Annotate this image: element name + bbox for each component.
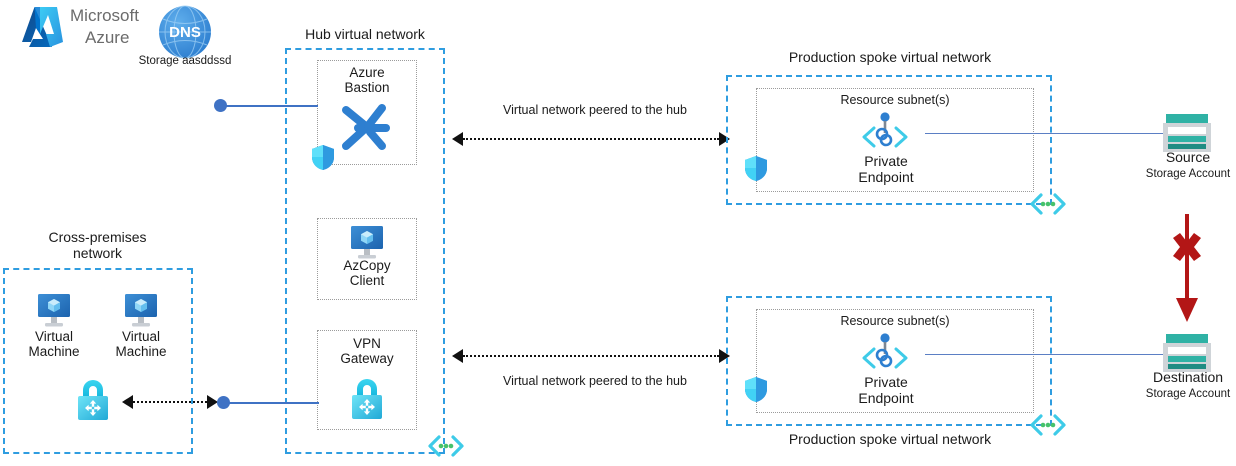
arrow-left-icon (122, 395, 133, 409)
vpn-lock-icon (71, 375, 115, 423)
bastion-connection-dot (214, 99, 227, 112)
vm-monitor-icon (34, 293, 74, 329)
source-storage-name: Source (1165, 149, 1211, 165)
peering-icon (1026, 411, 1070, 439)
peering-connector-bottom (452, 349, 730, 363)
vm-monitor-icon (121, 293, 161, 329)
cross-premises-vpn-tunnel (122, 395, 218, 409)
azcopy-client-label: AzCopy Client (343, 258, 391, 289)
spoke-top-subnet-label: Resource subnet(s) (840, 93, 950, 107)
destination-storage-link (925, 354, 1165, 355)
peering-label-bottom: Virtual network peered to the hub (503, 374, 687, 388)
destination-storage-name: Destination (1152, 369, 1224, 385)
azcopy-client-subnet (317, 218, 417, 300)
brand-title-azure: Azure (85, 28, 130, 47)
arrow-right-icon (719, 132, 730, 146)
spoke-bottom-boundary (726, 296, 1052, 426)
hub-vnet-title: Hub virtual network (305, 26, 425, 42)
vpn-connection-dot (217, 396, 230, 409)
vpn-gateway-subnet (317, 330, 417, 430)
cross-premises-boundary (3, 268, 193, 454)
vm-label-1: Virtual Machine (28, 329, 80, 360)
peering-icon (424, 432, 468, 460)
arrow-left-icon (452, 132, 463, 146)
storage-account-icon (1163, 334, 1211, 372)
peering-connector-top (452, 132, 730, 146)
spoke-bottom-endpoint-label: Private Endpoint (858, 374, 914, 406)
brand-title-microsoft: Microsoft (70, 6, 139, 25)
vpn-lock-icon (345, 374, 389, 422)
source-storage-subtitle: Storage Account (1145, 168, 1231, 180)
vpn-connection-line (229, 402, 319, 404)
peering-icon (1026, 190, 1070, 218)
source-storage-link (925, 133, 1165, 134)
blocked-copy-arrow (1158, 212, 1216, 324)
spoke-top-endpoint-label: Private Endpoint (858, 153, 914, 185)
spoke-top-resource-subnet (756, 88, 1034, 192)
arrow-right-icon (207, 395, 218, 409)
storage-account-icon (1163, 114, 1211, 152)
bastion-icon (338, 100, 396, 156)
bastion-connection-line (226, 105, 318, 107)
arrow-right-icon (719, 349, 730, 363)
dns-caption: Storage aasddssd (138, 55, 232, 67)
azure-bastion-label: Azure Bastion (344, 65, 390, 96)
azure-logo (16, 4, 68, 50)
svg-text:DNS: DNS (169, 24, 201, 41)
dns-icon: DNS (157, 4, 213, 60)
spoke-bottom-shield-icon (744, 376, 768, 403)
destination-storage-subtitle: Storage Account (1145, 388, 1231, 400)
spoke-bottom-subnet-label: Resource subnet(s) (840, 314, 950, 328)
azure-bastion-subnet (317, 60, 417, 165)
private-endpoint-icon (855, 112, 915, 154)
vm-label-2: Virtual Machine (115, 329, 167, 360)
arrow-left-icon (452, 349, 463, 363)
spoke-top-title: Production spoke virtual network (788, 49, 992, 65)
spoke-bottom-title: Production spoke virtual network (788, 431, 992, 447)
vpn-gateway-label: VPN Gateway (340, 336, 394, 367)
cross-premises-title: Cross-premises network (48, 229, 147, 261)
hub-vnet-boundary (285, 48, 445, 454)
spoke-bottom-resource-subnet (756, 309, 1034, 413)
vm-monitor-icon (347, 225, 387, 261)
spoke-top-shield-icon (744, 155, 768, 182)
bastion-shield-icon (311, 144, 335, 171)
peering-label-top: Virtual network peered to the hub (503, 103, 687, 117)
private-endpoint-icon (855, 333, 915, 375)
spoke-top-boundary (726, 75, 1052, 205)
